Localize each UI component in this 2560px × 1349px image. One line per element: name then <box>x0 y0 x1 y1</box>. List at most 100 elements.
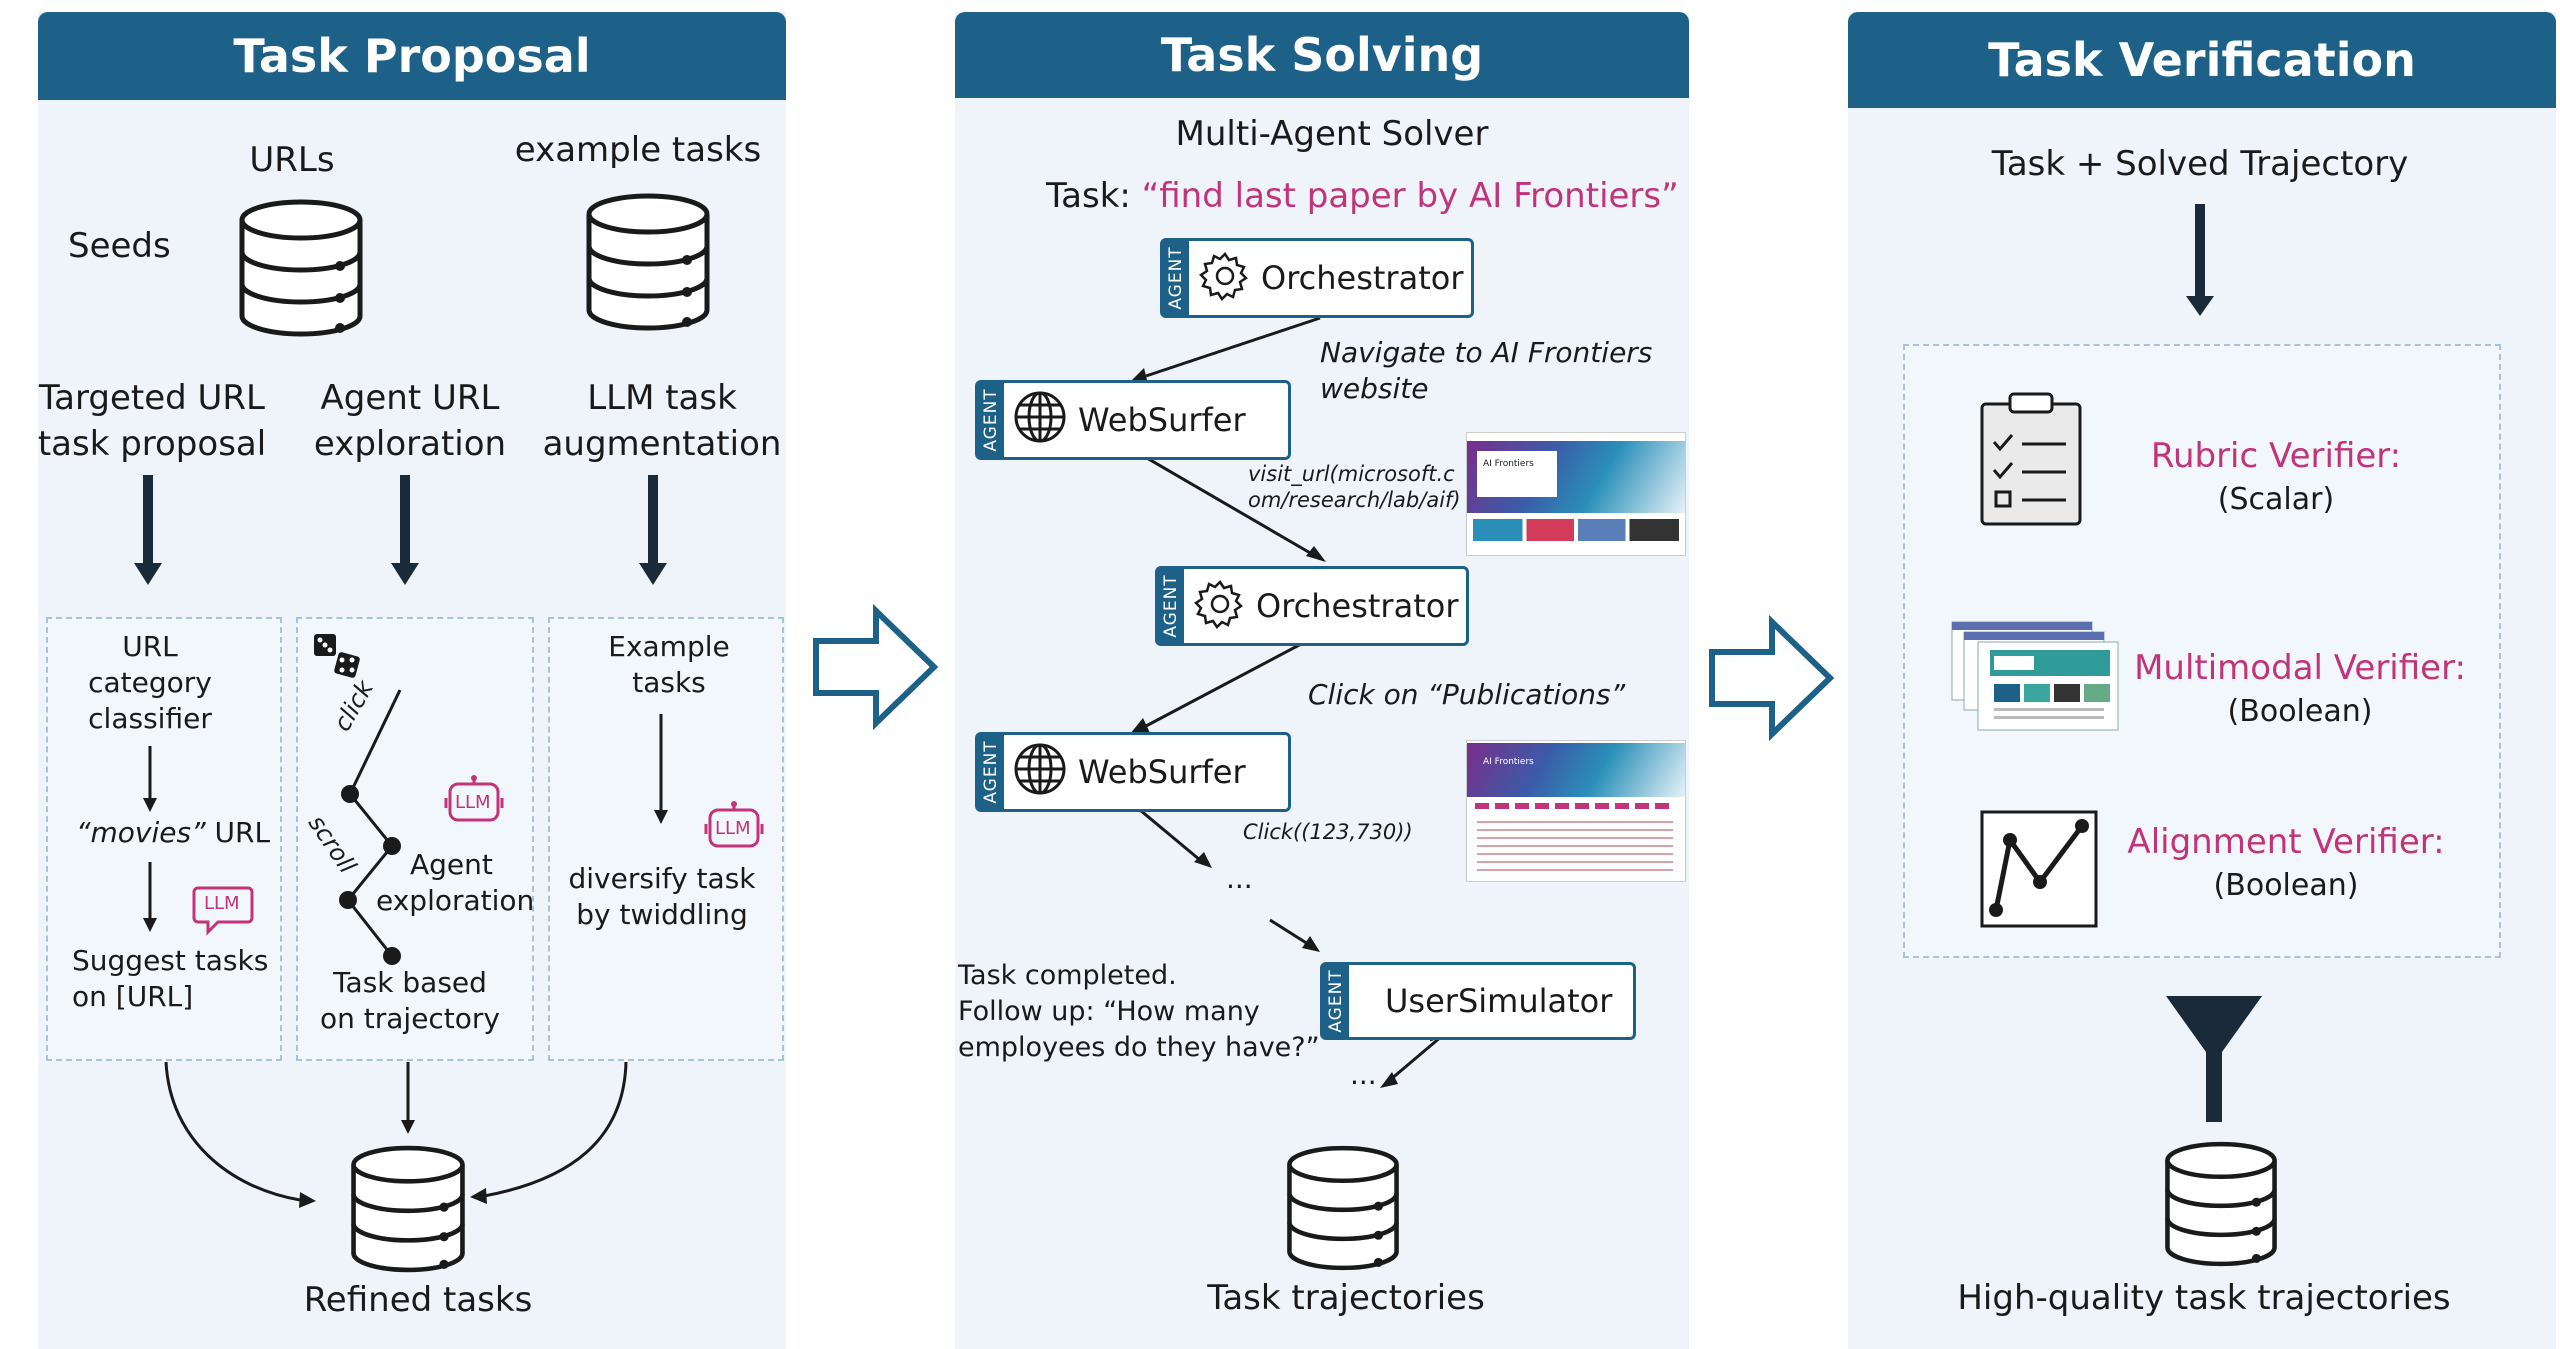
thumbnail-card <box>1477 451 1557 497</box>
llm-augmentation-box <box>548 617 784 1061</box>
multimodal-verifier-type: (Boolean) <box>2227 694 2373 729</box>
task-query: “find last paper by AI Frontiers” <box>1141 176 1679 216</box>
box1-category-line: category <box>88 666 212 699</box>
box1-movies-url: “movies” URL <box>76 816 270 849</box>
thumbnail-title: AI Frontiers <box>1483 459 1534 469</box>
click-coordinates-label: Click((123,730)) <box>1243 820 1413 844</box>
agent-tag-text: AGENT <box>981 388 1001 452</box>
thumbnail-banner <box>1467 743 1685 797</box>
multi-agent-solver-label: Multi-Agent Solver <box>1175 114 1489 154</box>
box3-example-line: Example <box>608 630 730 663</box>
task-line: Task: “find last paper by AI Frontiers” <box>1046 176 1679 216</box>
usersimulator-label: UserSimulator <box>1385 982 1613 1020</box>
proposal-down-arrows <box>134 475 667 585</box>
box1-suggest-line2: on [URL] <box>72 980 194 1013</box>
flow-arrow-2 <box>1709 614 1835 742</box>
webpage-thumbnail-2: AI Frontiers <box>1466 740 1686 882</box>
visit-url-line1: visit_url(microsoft.c <box>1248 462 1455 486</box>
box1-classifier-line: classifier <box>88 702 212 735</box>
websurfer-label: WebSurfer <box>1078 401 1246 439</box>
gear-icon <box>1199 252 1248 301</box>
alignment-path-icon <box>1980 810 2098 928</box>
usersimulator-agent: AGENT UserSimulator <box>1320 962 1636 1040</box>
navigate-instruction-line2: website <box>1320 372 1429 405</box>
multimodal-verifier-label: Multimodal Verifier: <box>2134 648 2466 688</box>
box1-arrows <box>143 746 157 932</box>
movies-url-rest: URL <box>205 816 271 849</box>
agent-url-title-line2: exploration <box>313 424 507 464</box>
task-trajectories-label: Task trajectories <box>1207 1278 1485 1318</box>
robot-icon-box2 <box>444 775 504 822</box>
exploration-path <box>339 689 402 965</box>
dice-icon <box>314 634 360 678</box>
rubric-verifier-label: Rubric Verifier: <box>2150 436 2402 476</box>
globe-icon <box>1014 743 1066 795</box>
task-proposal-header: Task Proposal <box>38 12 786 100</box>
seeds-label: Seeds <box>68 226 171 266</box>
ellipsis-2: ... <box>1350 1058 1377 1091</box>
refined-tasks-label: Refined tasks <box>303 1280 533 1320</box>
verification-input-label: Task + Solved Trajectory <box>1991 144 2409 184</box>
targeted-url-title-line2: task proposal <box>37 424 267 464</box>
task-completed-line2: Follow up: “How many <box>958 996 1260 1027</box>
agent-flow-lines <box>1130 316 1443 1088</box>
llm-task-title-line1: LLM task <box>587 378 737 418</box>
targeted-url-box <box>46 617 282 1061</box>
merge-arrows <box>164 1061 628 1208</box>
stacked-screenshots-icon <box>1951 621 2119 731</box>
llm-label-box1: LLM <box>204 893 240 914</box>
llm-chat-icon <box>192 886 254 936</box>
task-solving-panel: Task Solving <box>955 12 1689 1349</box>
task-verification-header: Task Verification <box>1848 12 2556 108</box>
agent-tag: AGENT <box>978 383 1004 457</box>
task-completed-line3: employees do they have?” <box>958 1032 1320 1063</box>
flow-arrow-1 <box>813 603 939 731</box>
refined-tasks-database-icon <box>351 1145 465 1273</box>
task-prefix: Task: <box>1046 176 1142 216</box>
agent-tag: AGENT <box>1158 569 1184 643</box>
agent-tag: AGENT <box>978 735 1004 809</box>
robot-icon-box3 <box>704 801 764 848</box>
funnel-icon <box>2166 996 2262 1122</box>
example-tasks-database-icon <box>586 193 710 331</box>
visit-url-line2: om/research/lab/aif) <box>1248 488 1461 512</box>
box3-tasks-line: tasks <box>632 666 706 699</box>
websurfer-agent-1: AGENT WebSurfer <box>975 380 1291 460</box>
webpage-thumbnail-1: AI Frontiers <box>1466 432 1686 556</box>
task-based-line1: Task based <box>333 966 487 999</box>
llm-label-box3: LLM <box>715 818 751 839</box>
box1-url-line: URL <box>122 630 178 663</box>
thumbnail-nav <box>1475 803 1675 809</box>
llm-label-box2: LLM <box>455 792 491 813</box>
agent-url-title-line1: Agent URL <box>320 378 500 418</box>
ellipsis-1: ... <box>1226 862 1253 895</box>
example-tasks-label: example tasks <box>514 130 762 170</box>
high-quality-database-icon <box>2165 1141 2277 1267</box>
trajectories-database-icon <box>1287 1145 1399 1271</box>
alignment-verifier-label: Alignment Verifier: <box>2127 822 2445 862</box>
agent-tag: AGENT <box>1163 241 1189 315</box>
task-based-line2: on trajectory <box>319 1002 501 1035</box>
agent-exploration-box <box>296 617 534 1061</box>
thumbnail-tiles <box>1473 519 1679 541</box>
box3-arrow <box>654 714 668 824</box>
urls-label: URLs <box>249 140 335 180</box>
thumbnail-title: AI Frontiers <box>1483 757 1534 767</box>
websurfer-label: WebSurfer <box>1078 753 1246 791</box>
gear-icon <box>1194 580 1243 629</box>
agent-tag-text: AGENT <box>1161 574 1181 638</box>
agent-tag-text: AGENT <box>1326 969 1346 1033</box>
diversify-line1: diversify task <box>568 862 756 895</box>
box1-suggest-line1: Suggest tasks <box>72 944 269 977</box>
orchestrator-agent-2: AGENT Orchestrator <box>1155 566 1469 646</box>
click-publications-instruction: Click on “Publications” <box>1308 678 1626 711</box>
task-completed-line1: Task completed. <box>958 960 1177 991</box>
diversify-line2: by twiddling <box>576 898 748 931</box>
navigate-instruction-line1: Navigate to AI Frontiers <box>1320 336 1653 369</box>
clipboard-checklist-icon <box>1980 392 2082 526</box>
rubric-verifier-type: (Scalar) <box>2217 482 2335 517</box>
agent-tag-text: AGENT <box>981 740 1001 804</box>
agent-tag: AGENT <box>1323 965 1349 1037</box>
urls-database-icon <box>239 199 363 337</box>
thumbnail-list <box>1477 821 1673 873</box>
